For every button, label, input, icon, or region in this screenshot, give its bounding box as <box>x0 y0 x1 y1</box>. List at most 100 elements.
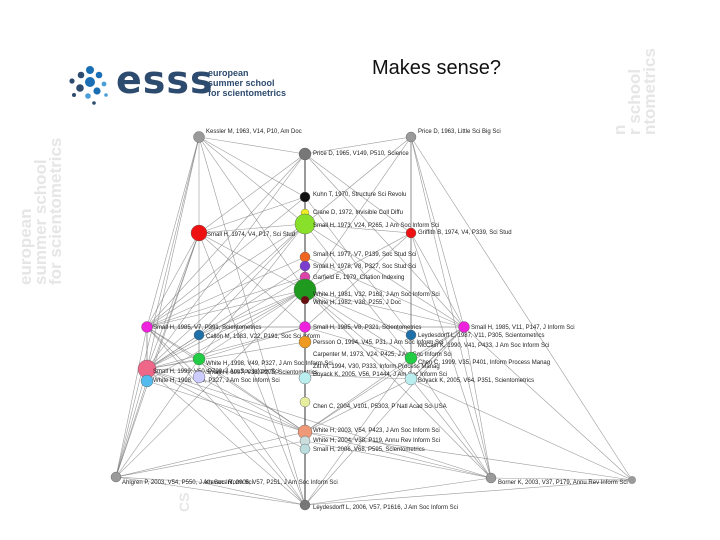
esss-logo-line-1: european <box>208 68 249 78</box>
node-label: Chen C, 1999, V35, P401, Inform Process … <box>418 360 550 366</box>
node-label: White H, 1981, V32, P163, J Am Soc Infor… <box>313 292 440 298</box>
network-node <box>299 443 311 455</box>
network-edge <box>304 223 465 328</box>
network-node <box>299 396 311 408</box>
network-edge <box>115 136 200 478</box>
network-edge <box>146 153 306 370</box>
node-label: Small H, 1978, V8, P327, Soc Stud Sci <box>313 264 416 270</box>
network-edge <box>304 153 412 234</box>
node-label: White H, 1998, V49, P327, J Am Soc Infor… <box>206 361 333 367</box>
node-label: Chen C, 2004, V101, P5303, P Natl Acad S… <box>313 404 447 410</box>
network-edge <box>198 223 306 336</box>
node-label: Boyack K, 2005, V56, P1444, J Am Soc Inf… <box>313 372 447 378</box>
network-edge <box>410 136 492 479</box>
network-edge <box>146 232 200 328</box>
network-edge <box>198 196 306 234</box>
node-label: Small H, 2006, V68, P595, Scientometrics <box>313 447 425 453</box>
network-edge <box>304 289 412 359</box>
network-edge <box>146 232 200 370</box>
node-label: Griffith B, 1974, V4, P339, Sci Stud <box>418 230 512 236</box>
network-node <box>299 260 311 272</box>
network-edge <box>198 223 306 360</box>
network-node <box>298 335 312 349</box>
network-edge <box>198 136 306 506</box>
network-edge <box>304 326 465 506</box>
network-edge <box>146 380 306 433</box>
network-edge <box>304 357 412 506</box>
node-label: Carpenter M, 1973, V24, P425, J Am Soc I… <box>313 352 452 358</box>
network-edge <box>146 223 306 370</box>
network-edge <box>198 289 306 360</box>
network-edge <box>410 232 492 479</box>
network-edge <box>115 232 200 478</box>
network-edge <box>198 376 306 433</box>
network-edge <box>463 326 492 479</box>
network-node <box>140 374 154 388</box>
network-edge <box>304 289 412 336</box>
node-label: White H, 1982, V38, P255, J Doc <box>313 300 401 306</box>
network-edge <box>146 276 306 328</box>
network-edge <box>146 153 306 328</box>
network-edge <box>146 256 306 328</box>
network-edge <box>198 223 306 234</box>
network-edge <box>146 334 200 370</box>
network-edge <box>410 326 465 359</box>
node-label: Small H, 1974, V4, P17, Sci Stud <box>207 232 295 238</box>
network-edge <box>198 136 306 198</box>
network-edge <box>198 232 306 328</box>
node-label: McCain K, 1990, V41, P433, J Am Soc Info… <box>418 343 549 349</box>
network-edge <box>115 431 306 478</box>
network-edge <box>146 368 306 506</box>
network-edge <box>410 232 465 328</box>
network-edge <box>490 477 633 481</box>
network-edge <box>146 368 306 450</box>
network-edge <box>146 368 412 380</box>
node-label: Ahlgren P, 2003, V54, P550, J Am Soc Inf… <box>122 480 253 486</box>
network-node <box>299 321 311 333</box>
network-edge <box>304 289 412 380</box>
network-edge <box>304 440 492 479</box>
network-edge <box>146 289 306 382</box>
esss-logo-subtitle: european summer school for scientometric… <box>208 68 286 98</box>
network-edge <box>115 440 306 478</box>
network-edge <box>146 136 200 328</box>
network-node <box>299 191 311 203</box>
network-edge <box>304 326 412 359</box>
network-edge <box>146 136 200 370</box>
esss-logo-dots-icon <box>69 66 108 105</box>
node-label: Small H, 1973, V24, P265, J Am Soc Infor… <box>313 223 439 229</box>
network-edge <box>146 223 306 328</box>
network-node <box>458 321 470 333</box>
node-label: Leydesdorff L, 2006, V57, P1616, J Am So… <box>313 505 458 511</box>
esss-logo-line-3: for scientometrics <box>208 88 287 98</box>
network-edge <box>146 368 492 479</box>
network-node <box>192 352 206 366</box>
network-edge <box>304 477 492 506</box>
node-label: Leydesdorff L, 1987, V11, P305, Scientom… <box>418 333 545 339</box>
network-edge <box>304 378 412 433</box>
node-label: Price D, 1965, V149, P510, Science <box>313 151 409 157</box>
node-label: Borner K, 2003, V37, P179, Annu Rev Info… <box>498 480 628 486</box>
network-edge <box>115 368 148 478</box>
node-label: White H, 2004, V38, P119, Annu Rev Infor… <box>313 438 440 444</box>
node-label: Small H, 1997, V38, P275, Scientometrics <box>206 370 318 376</box>
network-edge <box>115 358 200 478</box>
network-edge <box>115 289 306 478</box>
node-label: Klavans R, 2006, V57, P251, J Am Soc Inf… <box>205 480 338 486</box>
network-edge <box>304 479 633 506</box>
esss-logo: esss european summer school for scientom… <box>66 58 296 112</box>
network-node <box>192 370 206 384</box>
network-edge <box>304 223 412 234</box>
esss-logo-line-2: summer school <box>208 78 275 88</box>
network-edge <box>304 289 492 479</box>
network-edge <box>410 326 465 380</box>
network-node <box>405 227 417 239</box>
network-edge <box>304 232 412 328</box>
network-node <box>110 471 122 483</box>
network-node <box>193 131 205 143</box>
network-edge <box>198 358 306 433</box>
network-node <box>485 472 497 484</box>
network-edge <box>198 136 306 155</box>
